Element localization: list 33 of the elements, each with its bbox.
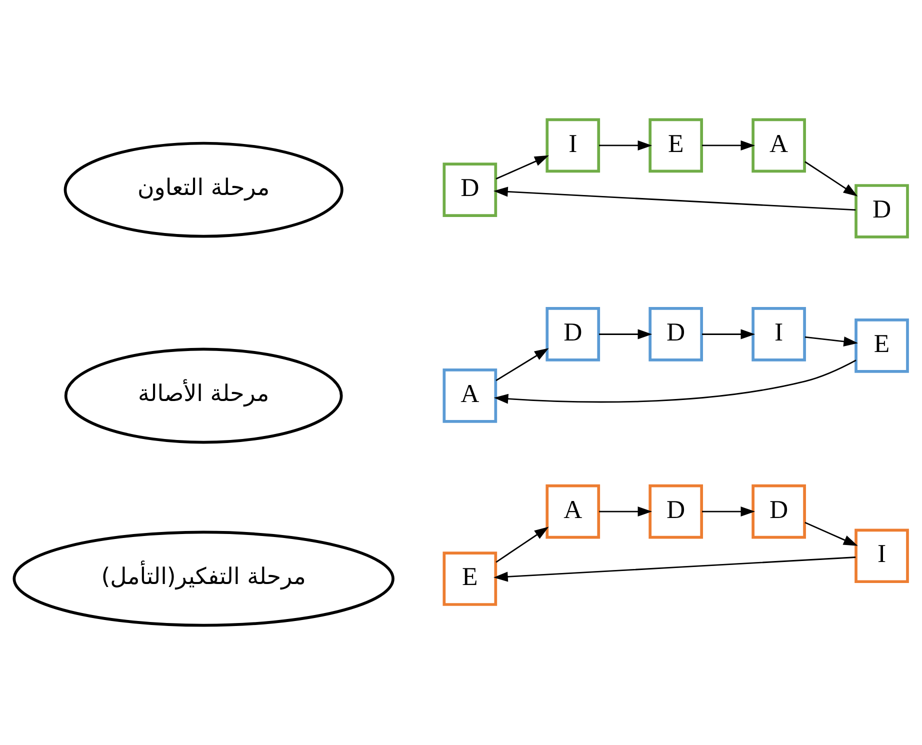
node-box: E <box>854 318 909 373</box>
node-box: E <box>442 552 498 606</box>
arrow <box>702 506 756 517</box>
arrow <box>494 556 856 582</box>
arrow <box>804 161 858 196</box>
arrow <box>496 155 549 180</box>
arrow <box>702 329 756 340</box>
node-box: D <box>648 484 703 539</box>
node-box: I <box>854 528 909 584</box>
node-box: I <box>752 307 806 362</box>
node-box: I <box>546 118 600 173</box>
node-box: A <box>442 368 498 423</box>
node-ellipse: مرحلة التعاون <box>64 142 344 238</box>
arrow <box>496 526 549 563</box>
node-box: A <box>752 118 806 173</box>
node-ellipse: مرحلة الأصالة <box>64 348 343 444</box>
arrow <box>599 140 652 150</box>
arrow <box>804 336 858 346</box>
node-box: E <box>648 118 703 173</box>
arrow <box>494 360 856 404</box>
node-box: D <box>546 307 600 362</box>
node-box: D <box>442 162 498 217</box>
node-box: D <box>648 307 703 362</box>
arrow <box>496 348 549 382</box>
node-box: D <box>854 184 909 238</box>
node-box: D <box>752 484 806 539</box>
node-ellipse: مرحلة التفكير(التأمل) <box>12 530 394 627</box>
arrow <box>599 329 652 340</box>
arrow <box>599 506 652 517</box>
node-box: A <box>546 484 600 539</box>
arrow <box>494 186 856 211</box>
arrow <box>804 522 858 546</box>
arrow <box>702 140 756 150</box>
